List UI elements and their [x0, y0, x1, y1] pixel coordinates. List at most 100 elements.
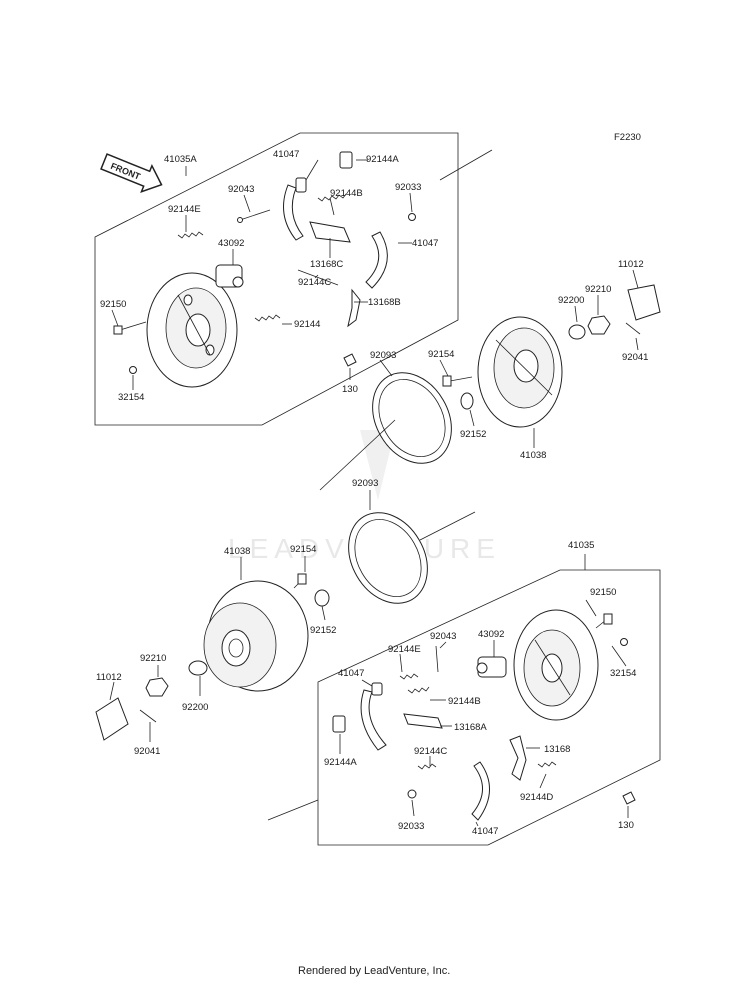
pin-92041-lower: [139, 709, 157, 723]
spring-92144d-lower: [537, 761, 557, 768]
part-number-label: 41047: [338, 668, 364, 679]
part-number-label: 92043: [228, 184, 254, 195]
wheel-cylinder-upper: [215, 264, 244, 288]
part-number-label: 92210: [140, 653, 166, 664]
upper-assembly-outline: [94, 132, 459, 426]
part-number-label: 13168B: [368, 297, 401, 308]
nut-92210-lower: [145, 677, 169, 697]
adjuster-13168: [509, 735, 527, 781]
retainer-92144a-lower: [332, 715, 346, 733]
part-number-label: 130: [342, 384, 358, 395]
part-number-label: 92144: [294, 319, 320, 330]
part-number-label: 41035: [568, 540, 594, 551]
part-number-label: 92144E: [388, 644, 421, 655]
spring-92144b: [317, 193, 347, 202]
spring-92144e-lower: [399, 673, 419, 680]
part-number-label: 92144B: [448, 696, 481, 707]
part-number-label: 92093: [370, 350, 396, 361]
part-number-label: 92043: [430, 631, 456, 642]
labels-upper: 41035A 41047 92144A 92043 92144B 92033 9…: [100, 149, 648, 461]
part-number-label: 41035A: [164, 154, 197, 165]
part-number-label: 41047: [472, 826, 498, 837]
part-number-label: 41047: [273, 149, 299, 160]
washer-92152-lower: [314, 589, 330, 607]
clip-92033-lower: [407, 789, 417, 799]
part-number-label: 13168C: [310, 259, 343, 270]
part-number-label: 92144C: [414, 746, 447, 757]
brake-drum-lower: [203, 580, 309, 692]
bolt-130-lower: [622, 791, 636, 805]
adjuster-13168b: [347, 288, 361, 328]
part-number-label: 32154: [610, 668, 636, 679]
part-number-label: 41038: [224, 546, 250, 557]
leader-lines-upper: [111, 159, 639, 448]
pin-92043-lower: [435, 645, 439, 673]
part-number-label: 43092: [478, 629, 504, 640]
part-number-label: 11012: [618, 259, 644, 270]
part-number-label: 92152: [460, 429, 486, 440]
part-number-label: 92144E: [168, 204, 201, 215]
part-number-label: 92144B: [330, 188, 363, 199]
pin-92041-upper: [625, 322, 641, 335]
spring-92144c-lower: [417, 763, 437, 770]
bolt-92154-upper: [442, 375, 473, 387]
seal-92093-upper: [372, 372, 452, 464]
part-number-label: 92154: [290, 544, 316, 555]
part-number-label: 92150: [100, 299, 126, 310]
part-number-label: 92033: [398, 821, 424, 832]
brake-shoe-lower-2: [471, 761, 490, 821]
part-number-label: 92041: [622, 352, 648, 363]
spring-92144: [254, 314, 281, 322]
lever-13168a: [403, 713, 443, 729]
part-number-label: 92041: [134, 746, 160, 757]
brake-shoe-lower-1: [360, 682, 387, 751]
brake-drum-upper: [477, 316, 563, 428]
nipple-32154-upper: [129, 366, 137, 374]
cap-11012-lower: [95, 697, 129, 741]
nipple-32154-lower: [620, 638, 628, 646]
part-number-label: 92200: [558, 295, 584, 306]
bolt-92150-lower: [595, 613, 613, 629]
part-number-label: 13168: [544, 744, 570, 755]
washer-92200-upper: [568, 324, 586, 340]
part-number-label: 41038: [520, 450, 546, 461]
part-number-label: 92210: [585, 284, 611, 295]
lever-13168c: [309, 221, 351, 243]
part-number-label: 32154: [118, 392, 144, 403]
spring-92144b-lower: [407, 686, 430, 694]
bolt-92150-upper: [113, 321, 147, 335]
brake-panel-upper: [146, 272, 238, 388]
part-number-label: 92033: [395, 182, 421, 193]
brake-panel-lower: [513, 609, 599, 721]
bolt-130-upper: [343, 353, 357, 367]
part-number-label: 92144A: [366, 154, 399, 165]
seal-92093-lower: [348, 512, 428, 604]
cap-11012-upper: [627, 284, 661, 321]
brake-shoe-upper-1: [283, 177, 307, 241]
part-number-label: 92154: [428, 349, 454, 360]
washer-92152-upper: [460, 392, 474, 410]
figure-code: F2230: [614, 132, 641, 143]
part-number-label: 92150: [590, 587, 616, 598]
part-number-label: 92144C: [298, 277, 331, 288]
part-number-label: 13168A: [454, 722, 487, 733]
part-number-label: 92144D: [520, 792, 553, 803]
part-number-label: 11012: [96, 672, 122, 683]
lower-assembly-outline: [317, 569, 661, 846]
spring-92144c: [297, 269, 339, 286]
footer-credit: Rendered by LeadVenture, Inc.: [298, 965, 450, 977]
part-number-label: 92093: [352, 478, 378, 489]
part-number-label: 41047: [412, 238, 438, 249]
leader-lines-lower-left: [109, 556, 326, 742]
brake-shoe-upper-2: [365, 231, 388, 289]
part-number-label: 92200: [182, 702, 208, 713]
labels-lower-left: 41038 92154 92152 92210 11012 92200 9204…: [96, 544, 336, 757]
retainer-92144a: [339, 151, 353, 169]
front-arrow-icon: FRONT: [100, 153, 163, 193]
washer-92200-lower: [188, 660, 208, 676]
part-number-label: 43092: [218, 238, 244, 249]
part-number-label: 92144A: [324, 757, 357, 768]
nut-92210-upper: [587, 315, 611, 335]
part-number-label: 92152: [310, 625, 336, 636]
